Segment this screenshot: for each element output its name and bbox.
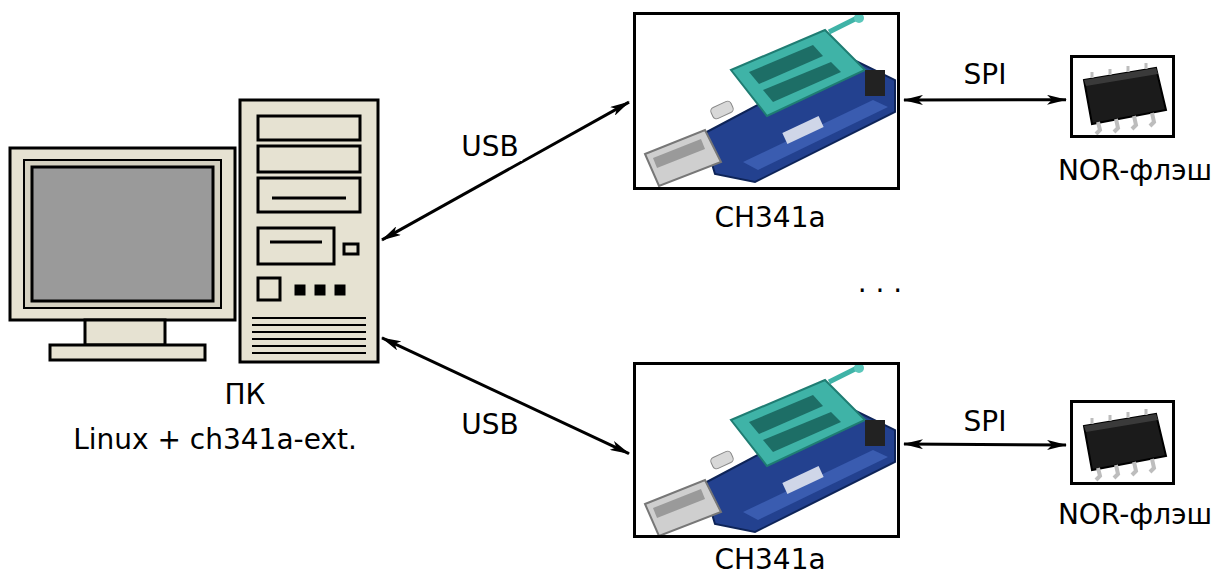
ellipsis-label: . . . <box>854 269 907 297</box>
link-arrow <box>382 338 629 454</box>
link-arrow <box>382 102 629 240</box>
bus-label: SPI <box>960 408 1011 436</box>
node-label: NOR-флэш <box>1058 157 1212 185</box>
node-label: ПК <box>225 381 266 409</box>
device-box: CH341a <box>633 362 900 538</box>
node-label: NOR-флэш <box>1058 501 1212 529</box>
node-label: CH341a <box>714 546 825 574</box>
bus-label: USB <box>457 411 522 439</box>
monitor-picture <box>10 148 235 360</box>
device-box: NOR-флэш <box>1070 55 1175 138</box>
bus-label: USB <box>457 133 522 161</box>
computer-node: ПКLinux + ch341a-ext. <box>10 100 378 362</box>
device-box: NOR-флэш <box>1070 400 1175 485</box>
tower-picture <box>240 100 378 362</box>
link-arrow <box>904 444 1066 445</box>
node-label: CH341a <box>714 204 825 232</box>
bus-label: SPI <box>960 61 1011 89</box>
node-label: Linux + ch341a-ext. <box>73 426 357 454</box>
link-arrow <box>904 98 1066 101</box>
device-box: CH341a <box>633 12 900 190</box>
